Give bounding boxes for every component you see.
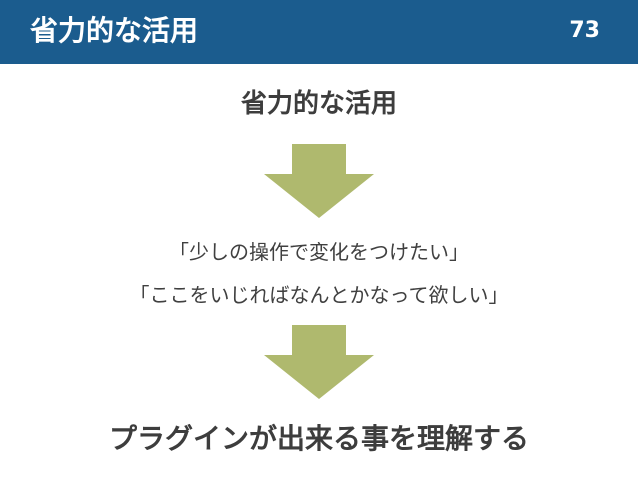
- conclusion-text: プラグインが出来る事を理解する: [108, 422, 529, 455]
- section-heading: 省力的な活用: [240, 89, 397, 119]
- quote-line: 「ここをいじればなんとかなって欲しい」: [129, 283, 509, 307]
- header-title: 省力的な活用: [30, 14, 199, 47]
- down-arrow-icon: [264, 144, 374, 218]
- quote-line: 「少しの操作で変化をつけたい」: [169, 240, 469, 264]
- slide-header: 省力的な活用 73: [0, 0, 638, 64]
- slide-number: 73: [569, 18, 600, 43]
- down-arrow-icon: [264, 325, 374, 399]
